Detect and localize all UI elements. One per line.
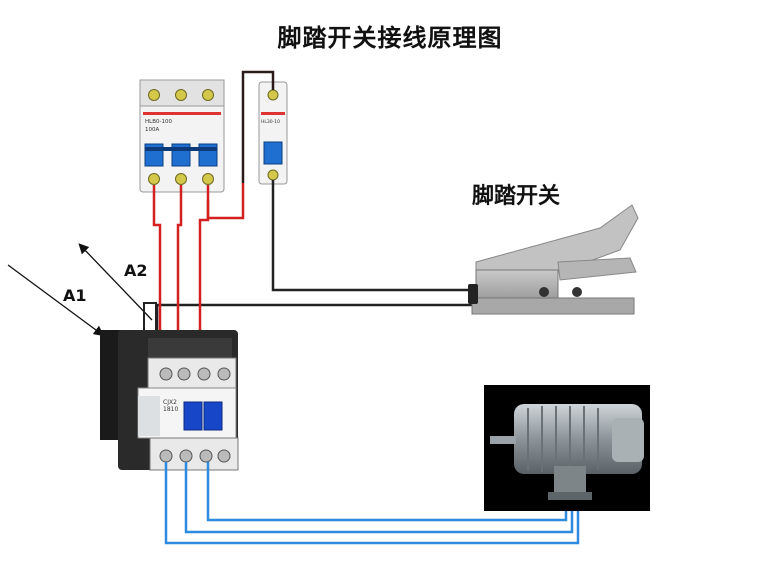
wire-1p-breaker-to-pedal [271, 180, 472, 292]
contactor: CJX2 1810 [100, 330, 239, 471]
coil-terminal-a2-label: A2 [124, 261, 148, 280]
red-wire-l1 [152, 185, 162, 345]
red-wire-l2 [176, 185, 183, 345]
single-pole-breaker: HL30-10 [258, 81, 288, 185]
a1-pointer-arrow [7, 264, 105, 337]
three-pole-breaker: HLB0-100 100A [139, 79, 225, 193]
red-wire-to-1p-feed [206, 183, 245, 220]
foot-pedal-switch [468, 204, 639, 315]
contactor-rating-text: 1810 [163, 406, 178, 413]
motor [484, 385, 650, 511]
page-title: 脚踏开关接线原理图 [277, 24, 503, 52]
blue-wire-v [184, 462, 574, 534]
coil-terminal-a1-label: A1 [63, 286, 87, 305]
breaker-1p-model-text: HL30-10 [261, 119, 280, 125]
feed-wire-to-1p-breaker [241, 70, 275, 183]
contactor-model-text: CJX2 [163, 399, 177, 406]
blue-wire-u [164, 462, 580, 545]
foot-switch-label: 脚踏开关 [472, 184, 561, 209]
breaker-3p-model-text: HLB0-100 [145, 119, 172, 125]
breaker-3p-rating-text: 100A [145, 127, 159, 133]
a2-pointer-arrow [78, 243, 153, 321]
